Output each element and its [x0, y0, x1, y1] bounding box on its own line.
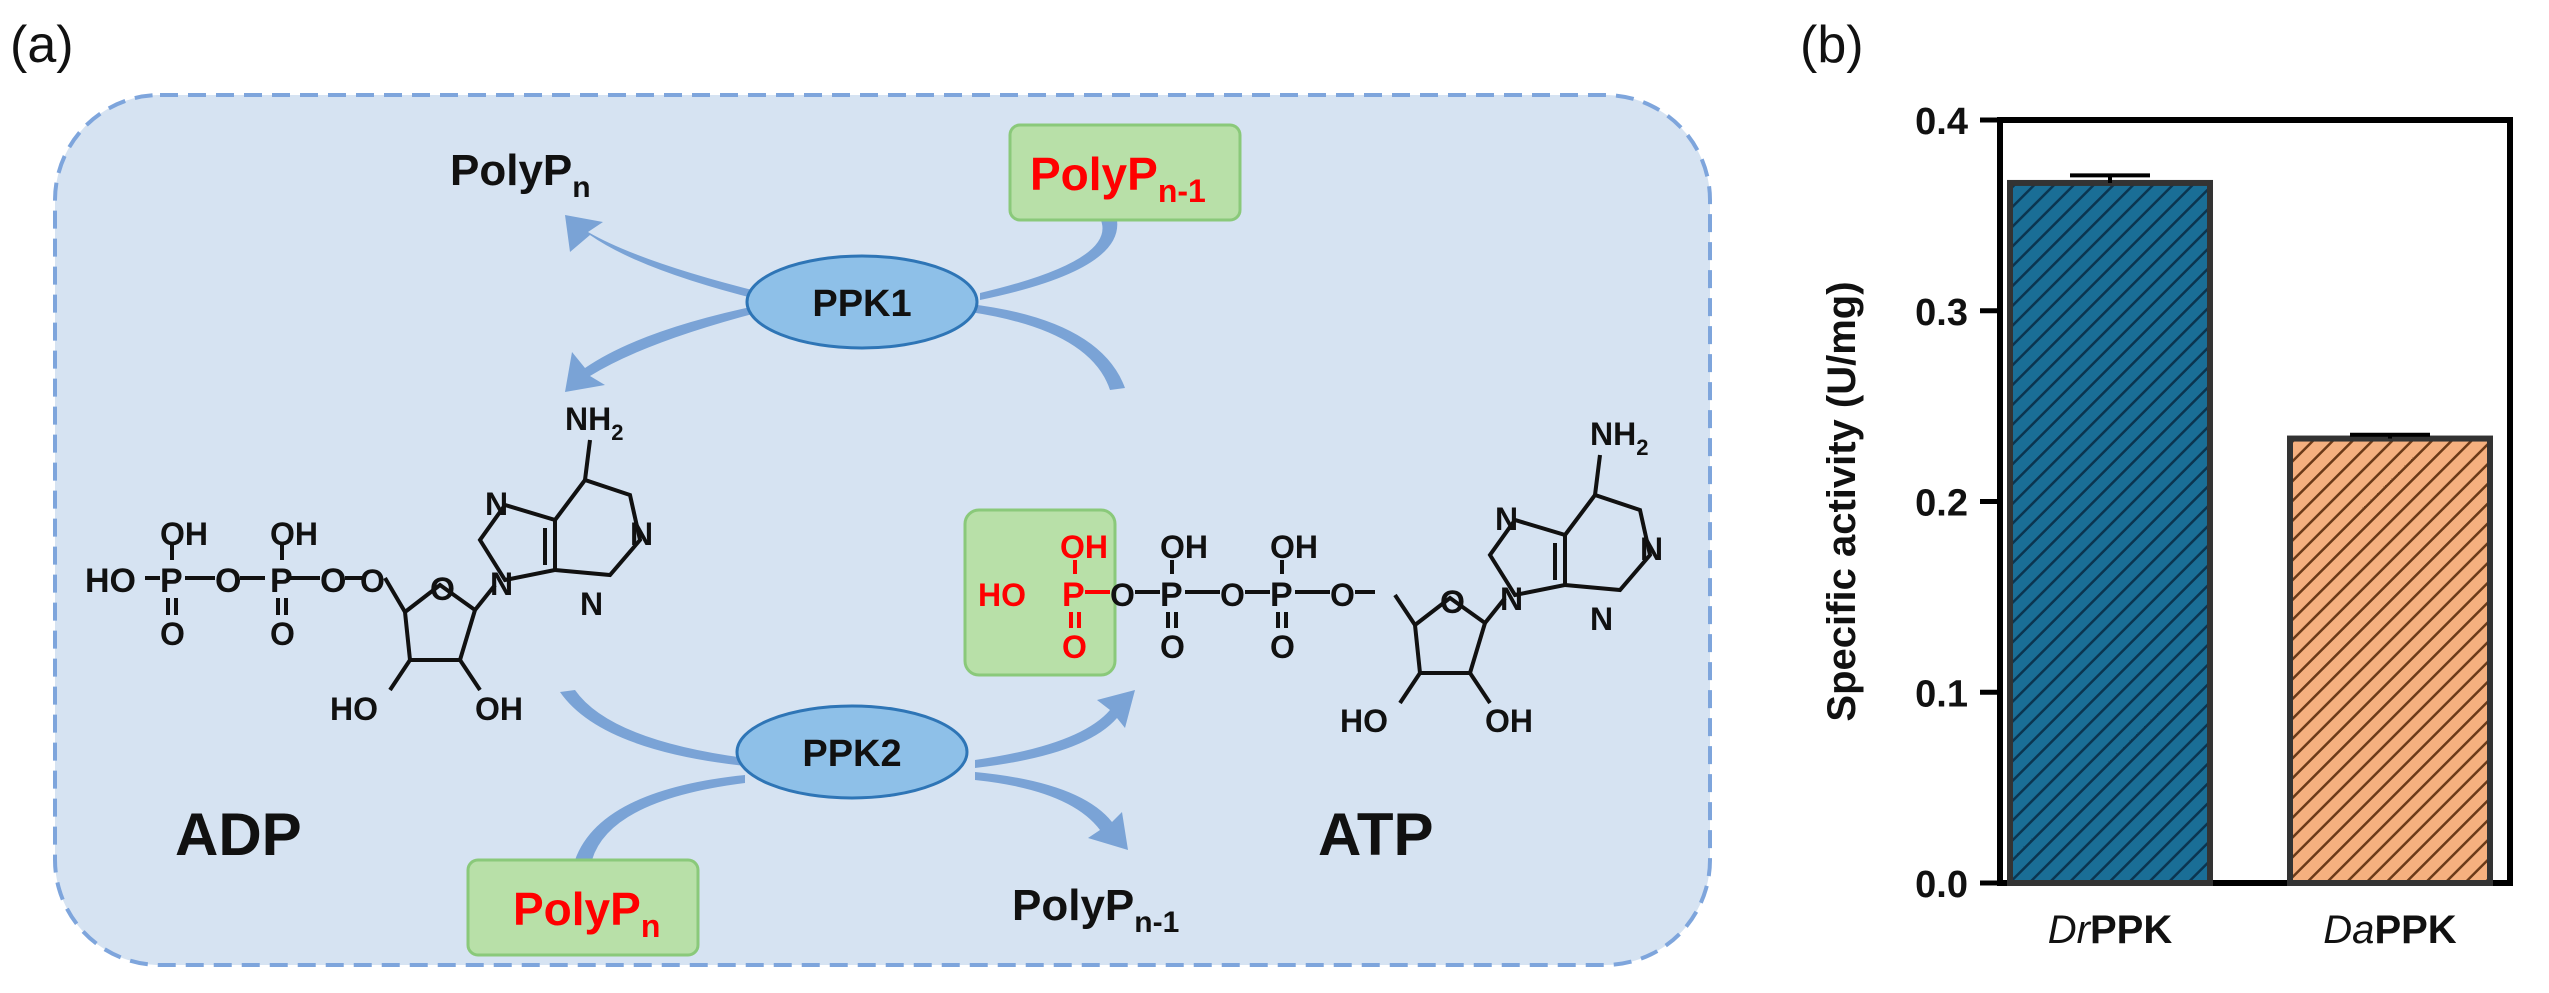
svg-text:OH: OH — [475, 691, 523, 727]
polyp-n-top: PolyPn — [450, 146, 591, 204]
svg-text:OH: OH — [1160, 529, 1208, 565]
svg-text:N: N — [1500, 581, 1523, 617]
svg-text:OH: OH — [1485, 703, 1533, 739]
svg-text:O: O — [160, 616, 185, 652]
atp-label: ATP — [1318, 801, 1434, 868]
svg-text:P: P — [1160, 576, 1183, 614]
polyp-n1-top-box — [1008, 123, 1242, 222]
ppk1-label: PPK1 — [812, 283, 911, 325]
arrow-from-adp — [560, 690, 745, 766]
ppk2-arrows — [560, 690, 1135, 860]
svg-text:HO: HO — [85, 562, 136, 600]
svg-text:O: O — [1270, 629, 1295, 665]
svg-text:HO: HO — [1340, 703, 1388, 739]
arrow-to-polypn — [565, 215, 760, 300]
svg-text:NH2: NH2 — [565, 401, 623, 445]
svg-text:HO: HO — [978, 577, 1026, 613]
svg-text:O: O — [1160, 629, 1185, 665]
svg-text:OH: OH — [1270, 529, 1318, 565]
y-tick-label: 0.0 — [1915, 864, 1968, 906]
x-tick-label: DrPPK — [2048, 908, 2173, 952]
arrow-to-adp — [565, 305, 760, 392]
svg-text:O: O — [1220, 577, 1245, 613]
adp-label: ADP — [175, 801, 302, 868]
atp-atoms: HO P OH O O P O P O OH OH O O O HO OH N … — [978, 416, 1663, 739]
svg-text:N: N — [1495, 501, 1518, 537]
svg-text:O: O — [1062, 629, 1087, 665]
y-axis-label: Specific activity (U/mg) — [1820, 281, 1864, 721]
polyp-n1-top: PolyPn-1 — [1030, 148, 1206, 209]
arrow-to-polypn1 — [975, 772, 1128, 850]
svg-text:O: O — [320, 562, 346, 600]
svg-text:OH: OH — [270, 516, 318, 552]
ppk2-enzyme — [735, 704, 969, 800]
polyp-n-bottom-box — [466, 858, 700, 957]
svg-text:O: O — [1330, 577, 1355, 613]
y-tick-label: 0.4 — [1915, 101, 1968, 143]
y-tick-label: 0.1 — [1915, 673, 1968, 715]
panel-a-label: (a) — [10, 16, 74, 74]
arrow-from-polypn — [575, 775, 745, 860]
svg-text:O: O — [1440, 584, 1465, 620]
polyp-n1-bottom: PolyPn-1 — [1012, 881, 1179, 939]
svg-text:O: O — [360, 563, 385, 599]
svg-text:O: O — [215, 562, 241, 600]
svg-text:OH: OH — [1060, 529, 1108, 565]
svg-text:N: N — [485, 486, 508, 522]
svg-text:N: N — [1590, 601, 1613, 637]
svg-text:N: N — [490, 566, 513, 602]
svg-text:N: N — [1640, 531, 1663, 567]
ppk2-label: PPK2 — [802, 733, 901, 775]
svg-text:N: N — [580, 586, 603, 622]
svg-text:N: N — [630, 516, 653, 552]
svg-text:O: O — [1110, 577, 1135, 613]
atp-structure — [1069, 454, 1653, 705]
panel-b-label: (b) — [1800, 16, 1864, 74]
adp-atoms: HO P O P O OH OH O O O O HO OH N N N N N… — [85, 401, 653, 727]
svg-text:OH: OH — [160, 516, 208, 552]
adp-structure — [145, 439, 643, 692]
svg-text:O: O — [270, 616, 295, 652]
svg-text:P: P — [1062, 576, 1085, 614]
arrow-from-atp — [970, 304, 1125, 390]
svg-text:O: O — [430, 571, 455, 607]
ppk1-enzyme — [745, 254, 979, 350]
bar-dappk — [2287, 435, 2493, 886]
svg-text:P: P — [270, 562, 293, 600]
svg-text:P: P — [1270, 576, 1293, 614]
y-tick-label: 0.3 — [1915, 292, 1968, 334]
bar-drppk — [2007, 179, 2213, 886]
x-tick-label: DaPPK — [2323, 908, 2457, 952]
svg-text:NH2: NH2 — [1590, 416, 1648, 460]
reaction-box — [53, 93, 1712, 967]
arrow-to-atp — [975, 690, 1135, 768]
svg-text:HO: HO — [330, 691, 378, 727]
polyp-n-bottom: PolyPn — [513, 883, 660, 944]
y-tick-label: 0.2 — [1915, 483, 1968, 525]
svg-text:P: P — [160, 562, 183, 600]
new-phosphate-highlight — [963, 508, 1117, 677]
